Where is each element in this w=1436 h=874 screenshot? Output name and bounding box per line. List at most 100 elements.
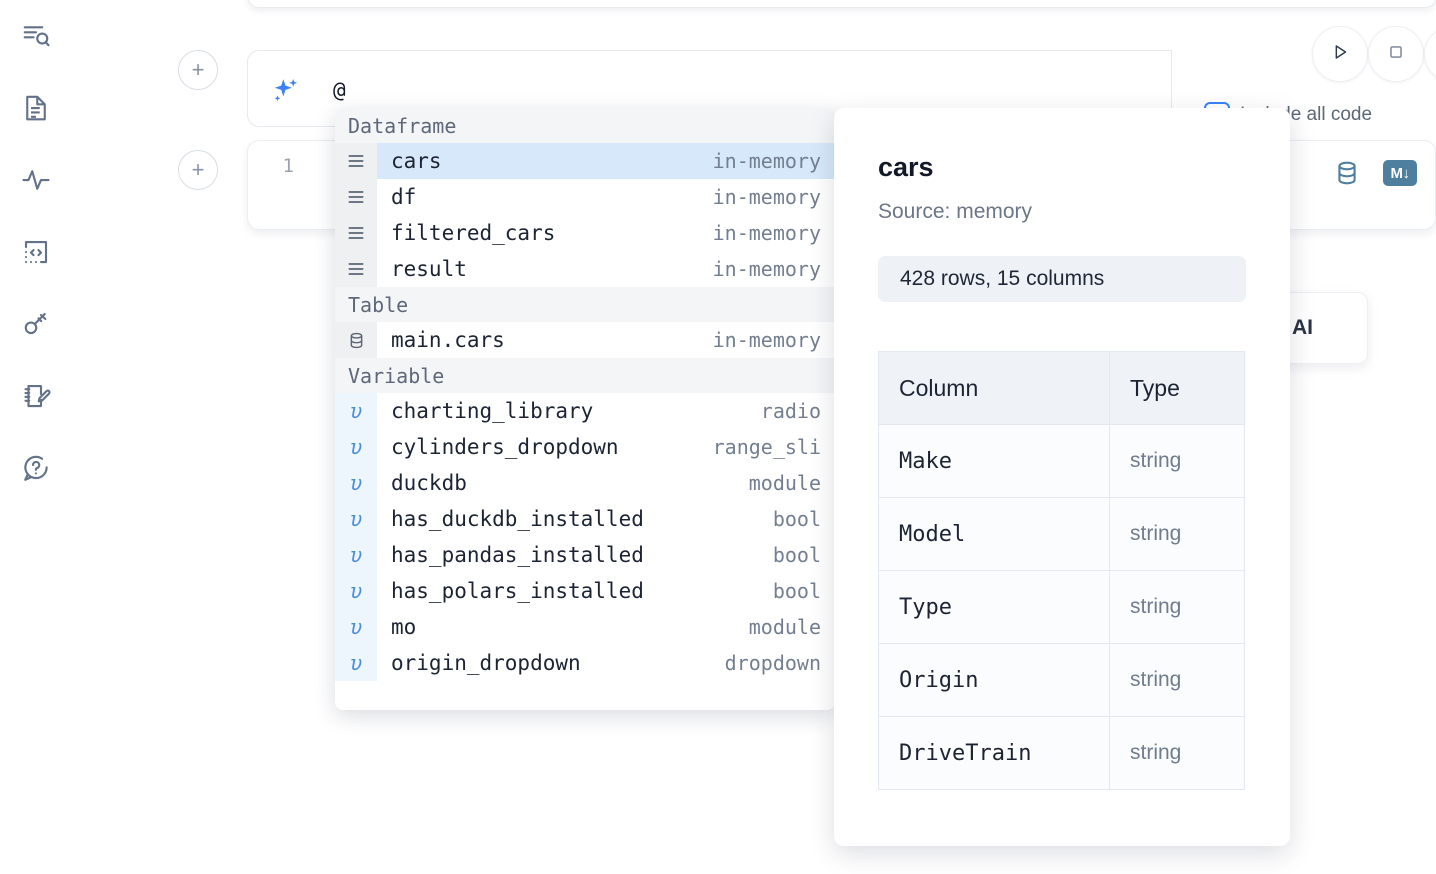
autocomplete-item-name: mo xyxy=(391,615,417,639)
autocomplete-item-meta: range_sli xyxy=(712,435,821,459)
preview-table-cell: string xyxy=(1109,716,1245,790)
autocomplete-item[interactable]: result in-memory xyxy=(335,251,835,287)
preview-table-cell: Make xyxy=(878,424,1110,498)
autocomplete-item-meta: in-memory xyxy=(712,257,821,281)
code-snippet-icon xyxy=(21,237,51,267)
cell-tools: M↓ xyxy=(1333,159,1417,187)
autocomplete-item-name: has_duckdb_installed xyxy=(391,507,644,531)
variable-upsilon-icon: υ xyxy=(335,429,377,465)
autocomplete-item-name: charting_library xyxy=(391,399,594,423)
play-icon xyxy=(1329,41,1351,68)
autocomplete-item-meta: bool xyxy=(772,507,821,531)
database-icon[interactable] xyxy=(1333,159,1361,187)
autocomplete-item[interactable]: υ charting_library radio xyxy=(335,393,835,429)
sidebar-item-code-snippet[interactable] xyxy=(14,230,58,274)
autocomplete-item-meta: in-memory xyxy=(712,149,821,173)
autocomplete-section-header: Table xyxy=(335,287,835,322)
variable-upsilon-icon: υ xyxy=(335,537,377,573)
autocomplete-item-meta: in-memory xyxy=(712,221,821,245)
stop-cell-button[interactable] xyxy=(1368,26,1424,82)
variable-upsilon-icon: υ xyxy=(335,465,377,501)
stop-square-icon xyxy=(1385,41,1407,68)
activity-icon xyxy=(21,165,51,195)
add-cell-above-button[interactable]: + xyxy=(178,50,218,90)
sidebar-item-key[interactable] xyxy=(14,302,58,346)
ai-prompt-input[interactable] xyxy=(333,69,1093,111)
line-number: 1 xyxy=(282,155,294,177)
sidebar-item-help[interactable] xyxy=(14,446,58,490)
plus-icon: + xyxy=(191,57,205,82)
plus-icon: + xyxy=(191,157,205,182)
preview-table-cell: Model xyxy=(878,497,1110,571)
run-cell-button[interactable] xyxy=(1312,26,1368,82)
key-icon xyxy=(21,309,51,339)
autocomplete-item[interactable]: υ cylinders_dropdown range_sli xyxy=(335,429,835,465)
preview-title: cars xyxy=(878,152,934,182)
document-icon xyxy=(21,93,51,123)
autocomplete-item[interactable]: υ has_polars_installed bool xyxy=(335,573,835,609)
autocomplete-item-meta: dropdown xyxy=(724,651,821,675)
preview-table-cell: DriveTrain xyxy=(878,716,1110,790)
sidebar-item-activity[interactable] xyxy=(14,158,58,202)
variable-upsilon-icon: υ xyxy=(335,393,377,429)
autocomplete-item-name: duckdb xyxy=(391,471,467,495)
autocomplete-item-meta: in-memory xyxy=(712,328,821,352)
autocomplete-item-name: cars xyxy=(391,149,442,173)
autocomplete-item[interactable]: υ origin_dropdown dropdown xyxy=(335,645,835,681)
explore-search-icon xyxy=(21,21,51,51)
autocomplete-item-meta: radio xyxy=(760,399,821,423)
variable-upsilon-icon: υ xyxy=(335,573,377,609)
database-icon xyxy=(335,322,377,358)
variable-upsilon-icon: υ xyxy=(335,645,377,681)
variable-upsilon-icon: υ xyxy=(335,609,377,645)
variable-upsilon-icon: υ xyxy=(335,501,377,537)
preview-table-cell: string xyxy=(1109,643,1245,717)
dataframe-lines-icon xyxy=(335,251,377,287)
more-actions-button[interactable] xyxy=(1424,26,1436,82)
preview-table-cell: string xyxy=(1109,424,1245,498)
autocomplete-item[interactable]: cars in-memory xyxy=(335,143,835,179)
autocomplete-item[interactable]: df in-memory xyxy=(335,179,835,215)
markdown-badge-icon[interactable]: M↓ xyxy=(1383,160,1417,186)
autocomplete-item[interactable]: υ has_duckdb_installed bool xyxy=(335,501,835,537)
previous-cell-stub xyxy=(247,0,1436,8)
sidebar-item-scratchpad[interactable] xyxy=(14,374,58,418)
autocomplete-item-name: origin_dropdown xyxy=(391,651,581,675)
autocomplete-item-meta: bool xyxy=(772,543,821,567)
preview-table-cell: string xyxy=(1109,497,1245,571)
autocomplete-item-meta: bool xyxy=(772,579,821,603)
autocomplete-item-name: cylinders_dropdown xyxy=(391,435,619,459)
autocomplete-item-name: has_polars_installed xyxy=(391,579,644,603)
dataframe-lines-icon xyxy=(335,143,377,179)
sidebar-item-explore-search[interactable] xyxy=(14,14,58,58)
autocomplete-item-name: result xyxy=(391,257,467,281)
preview-table-header-cell: Type xyxy=(1109,351,1245,425)
sparkles-icon xyxy=(270,75,302,107)
autocomplete-item-meta: in-memory xyxy=(712,185,821,209)
autocomplete-item-name: df xyxy=(391,185,417,209)
autocomplete-section-header: Variable xyxy=(335,358,835,393)
preview-table-cell: Type xyxy=(878,570,1110,644)
sidebar-rail xyxy=(0,0,72,874)
autocomplete-section-header: Dataframe xyxy=(335,108,835,143)
scratchpad-edit-icon xyxy=(21,381,51,411)
sidebar-item-document[interactable] xyxy=(14,86,58,130)
preview-shape-badge: 428 rows, 15 columns xyxy=(878,256,1246,302)
add-cell-below-button[interactable]: + xyxy=(178,150,218,190)
preview-table-header-cell: Column xyxy=(878,351,1110,425)
autocomplete-item-meta: module xyxy=(748,615,821,639)
preview-source: Source: memory xyxy=(878,200,1033,223)
